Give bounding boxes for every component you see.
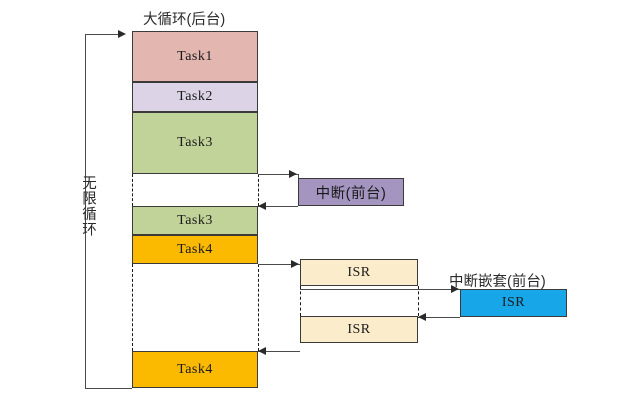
task2-block-label: Task2 (177, 89, 213, 104)
isr-block-first-label: ISR (347, 264, 371, 280)
task4-block-label: Task4 (177, 241, 213, 257)
diagram-title: 大循环(后台) (143, 12, 226, 28)
isr-block-first: ISR (300, 259, 418, 286)
timeline-guide-left-1 (132, 174, 133, 206)
task3-resume-block-label: Task3 (177, 212, 213, 228)
nested-isr-block: ISR (460, 289, 567, 317)
nested-isr-enter-arrow (451, 284, 459, 293)
nested-interrupt-label: 中断嵌套(前台) (449, 274, 546, 290)
isr-enter-arrow (291, 259, 299, 268)
task4-resume-block: Task4 (132, 351, 258, 388)
interrupt-return-arrow (258, 201, 266, 210)
nested-isr-return-arrow (418, 312, 426, 321)
isr-enter-line (258, 264, 300, 265)
task3-block: Task3 (132, 112, 258, 174)
interrupt-block: 中断(前台) (298, 178, 404, 206)
infinite-loop-label: 无限循环 (80, 175, 96, 237)
isr-block-second: ISR (300, 316, 418, 343)
loop-arrow-head (118, 29, 126, 38)
nested-isr-block-label: ISR (501, 295, 526, 310)
nested-isr-return-line (418, 317, 460, 318)
task3-resume-block: Task3 (132, 206, 258, 235)
loop-bracket-spine (85, 34, 86, 388)
interrupt-return-line (258, 206, 298, 207)
isr-return-arrow (258, 346, 266, 355)
loop-bracket-bottom (85, 388, 132, 389)
isr-block-second-label: ISR (347, 321, 371, 337)
interrupt-enter-arrow (289, 169, 297, 178)
interrupt-block-label: 中断(前台) (315, 185, 387, 202)
task3-block-label: Task3 (177, 135, 213, 150)
loop-bracket-top (85, 34, 121, 35)
task2-block: Task2 (132, 82, 258, 112)
task4-resume-block-label: Task4 (177, 361, 213, 377)
task1-block: Task1 (132, 31, 258, 82)
isr-guide-right (418, 286, 419, 316)
task4-block: Task4 (132, 235, 258, 264)
nested-isr-enter-line (300, 289, 460, 290)
interrupt-enter-line (258, 174, 298, 175)
task1-block-label: Task1 (177, 48, 213, 64)
timeline-guide-right-1 (258, 174, 259, 206)
timeline-guide-left-2 (132, 264, 133, 351)
timeline-guide-right-2 (258, 264, 259, 351)
isr-guide-left (300, 286, 301, 316)
isr-return-line (258, 351, 300, 352)
